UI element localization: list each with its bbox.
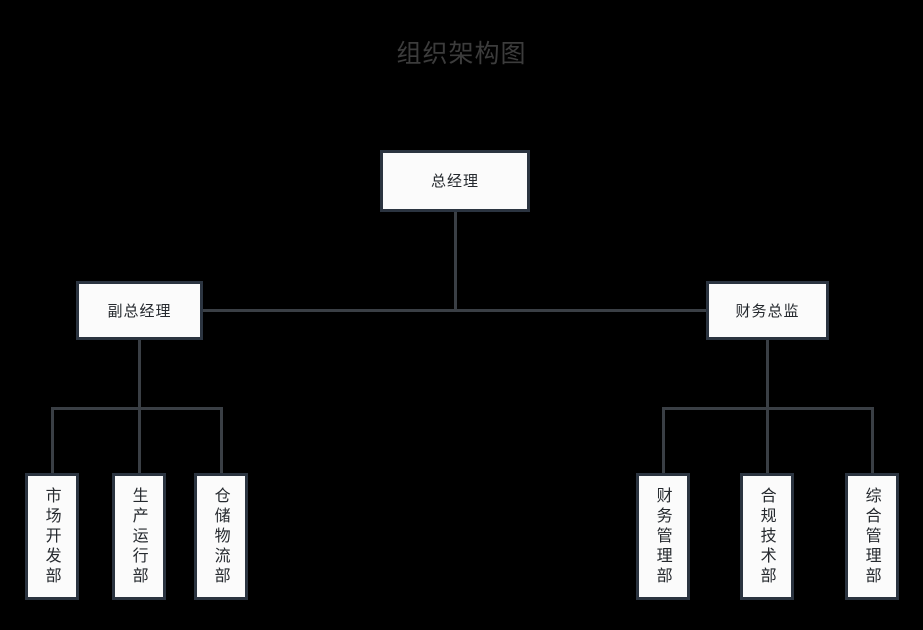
edge-deputy-child-bus <box>51 407 223 410</box>
node-finance-director[interactable]: 财务总监 <box>706 281 829 340</box>
node-label: 综合管理部 <box>862 486 882 587</box>
node-label: 副总经理 <box>107 301 172 320</box>
node-market-development-dept[interactable]: 市场开发部 <box>25 473 79 600</box>
edge-drop-general-admin <box>871 407 874 474</box>
edge-finance-drop <box>766 339 769 409</box>
edge-drop-compliance <box>766 407 769 474</box>
node-finance-management-dept[interactable]: 财务管理部 <box>636 473 690 600</box>
edge-level2-bus <box>202 309 708 312</box>
edge-drop-production <box>138 407 141 474</box>
node-label: 生产运行部 <box>129 486 149 587</box>
edge-drop-market <box>51 407 54 474</box>
node-production-operations-dept[interactable]: 生产运行部 <box>112 473 166 600</box>
node-label: 合规技术部 <box>757 486 777 587</box>
node-general-administration-dept[interactable]: 综合管理部 <box>845 473 899 600</box>
node-label: 财务管理部 <box>653 486 673 587</box>
node-warehousing-logistics-dept[interactable]: 仓储物流部 <box>194 473 248 600</box>
node-deputy-general-manager[interactable]: 副总经理 <box>76 281 203 340</box>
edge-drop-logistics <box>220 407 223 474</box>
node-label: 财务总监 <box>735 301 800 320</box>
edge-root-drop <box>454 211 457 312</box>
edge-drop-finance-mgmt <box>662 407 665 474</box>
node-label: 市场开发部 <box>42 486 62 587</box>
node-compliance-technology-dept[interactable]: 合规技术部 <box>740 473 794 600</box>
page-title: 组织架构图 <box>396 39 527 68</box>
node-label: 仓储物流部 <box>211 486 231 587</box>
node-label: 总经理 <box>430 172 479 190</box>
node-general-manager[interactable]: 总经理 <box>380 150 530 212</box>
edge-deputy-drop <box>138 339 141 409</box>
